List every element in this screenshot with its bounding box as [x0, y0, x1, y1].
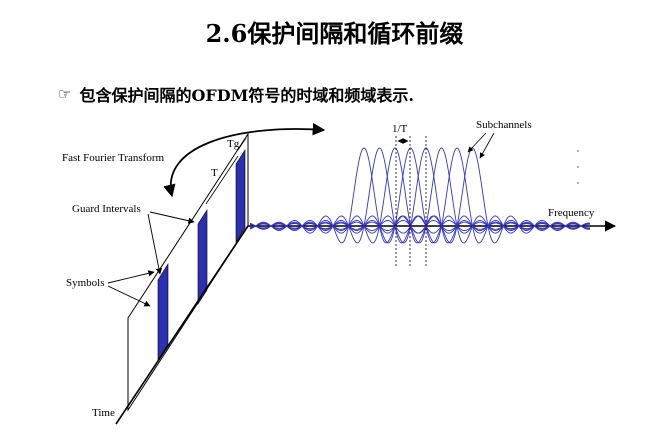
fft-label: Fast Fourier Transform: [62, 152, 165, 164]
subcarrier-curves: [249, 147, 591, 244]
subchannels-label: Subchannels: [476, 119, 532, 131]
guard-interval-pointer: [149, 211, 195, 224]
subcarrier-curve: [249, 147, 591, 244]
bullet-text: 包含保护间隔的OFDM符号的时域和频域表示.: [79, 86, 414, 105]
pointing-hand-icon: ☞: [58, 85, 72, 103]
fft-arrow: [163, 122, 326, 198]
tg-label: Tg: [227, 138, 240, 150]
subcarrier-curve: [249, 147, 591, 244]
symbols-pointer: [107, 285, 151, 307]
subchannels-pointer: [467, 132, 487, 153]
symbol-bar: [197, 208, 208, 306]
bullet-item: ☞ 包含保护间隔的OFDM符号的时域和频域表示.: [58, 82, 414, 106]
subcarrier-curve: [249, 147, 590, 244]
time-axis: [115, 225, 249, 425]
guard-intervals-label: Guard Intervals: [72, 203, 141, 215]
one-over-t-label: 1/T: [392, 123, 408, 135]
subchannels-pointer: [479, 132, 495, 159]
time-label: Time: [92, 407, 115, 419]
time-domain-plane: [127, 132, 249, 412]
guard-interval-pointer: [147, 213, 162, 275]
t-label: T: [211, 167, 218, 179]
page-title: 2.6保护间隔和循环前缀: [205, 19, 464, 48]
symbols-pointer: [107, 270, 155, 284]
symbols-label: Symbols: [66, 277, 105, 289]
symbol-bar: [157, 262, 169, 362]
frequency-label: Frequency: [548, 207, 595, 219]
symbol-bar: [235, 148, 246, 244]
